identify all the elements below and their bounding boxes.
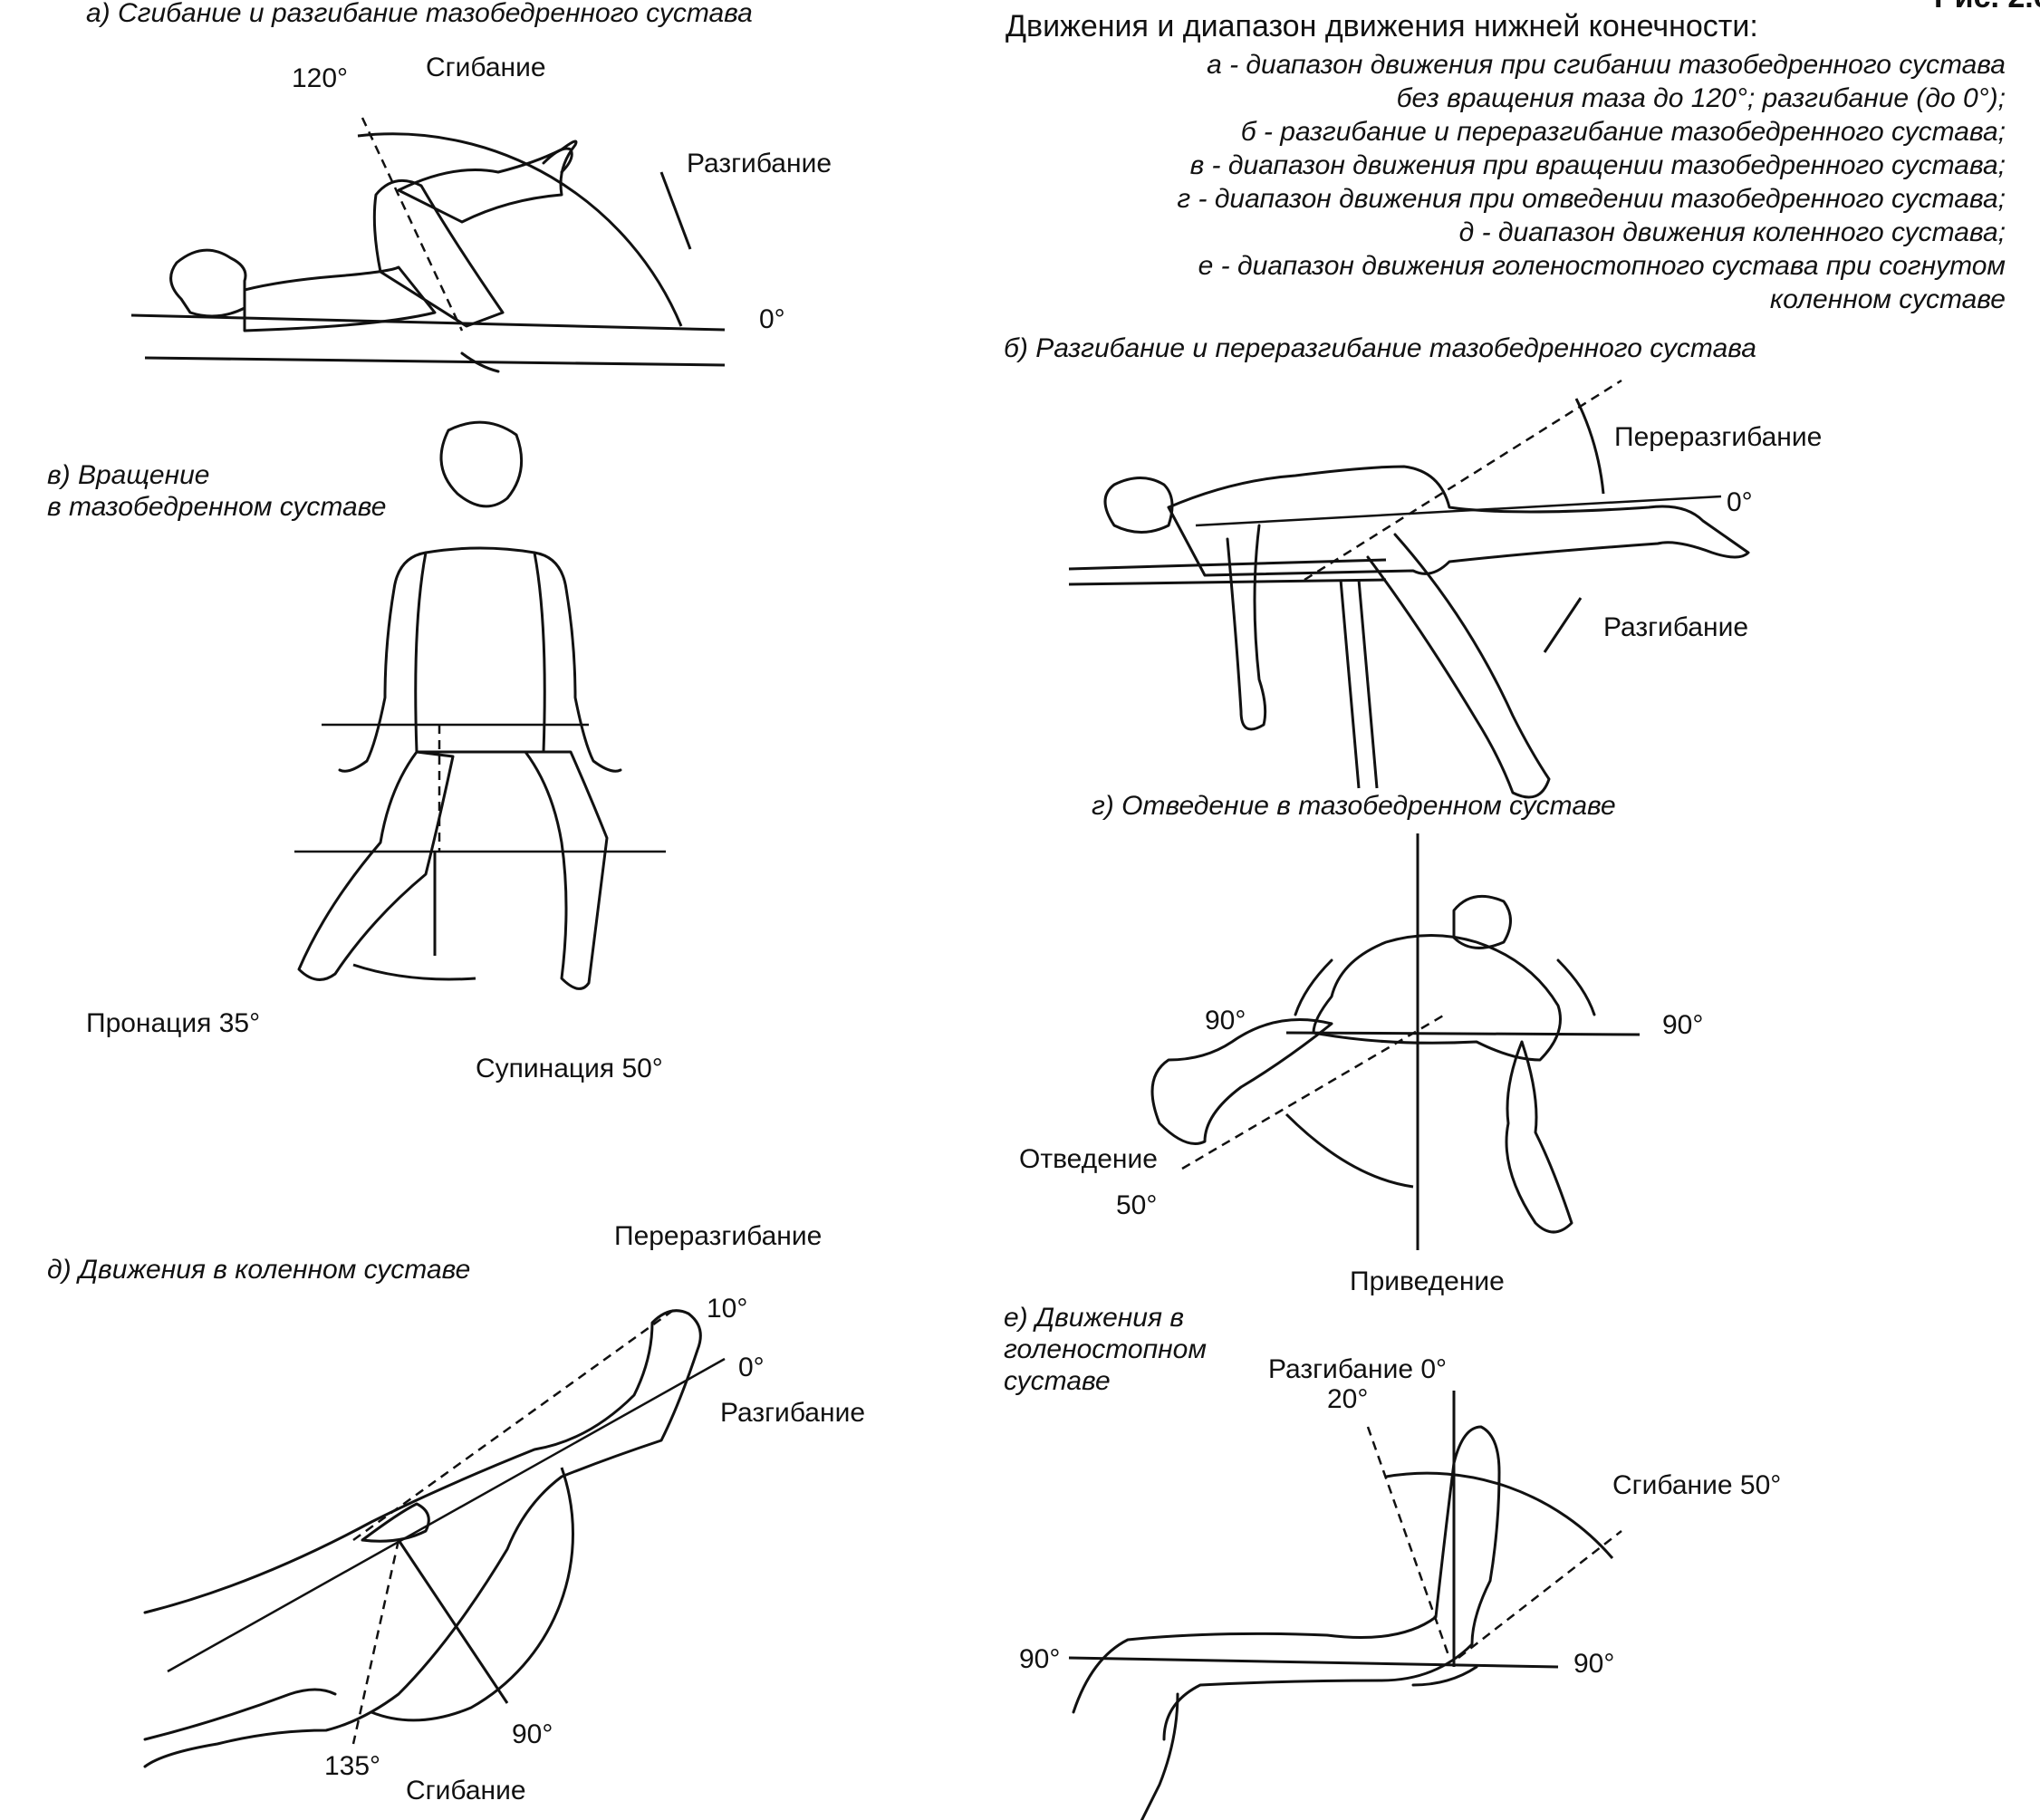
caption-line: е - диапазон движения голеностопного сус… xyxy=(1198,251,2006,281)
caption-line: а - диапазон движения при сгибании тазоб… xyxy=(1207,50,2006,80)
panel-d-hyperextension-label: Переразгибание xyxy=(614,1221,823,1251)
panel-a-zero-label: 0° xyxy=(759,304,785,334)
panel-d-title: д) Движения в коленном суставе xyxy=(47,1255,471,1285)
panel-e-extension-label: Разгибание 0° xyxy=(1268,1354,1448,1384)
panel-d-angle-135: 135° xyxy=(324,1751,381,1781)
panel-g-left-90: 90° xyxy=(1205,1006,1246,1035)
panel-d-extension-label: Разгибание xyxy=(720,1398,866,1428)
panel-e-title-line2: голеностопном xyxy=(1004,1334,1207,1364)
panel-e-drawing xyxy=(1068,1391,1622,1820)
panel-g-adduction-label: Приведение xyxy=(1350,1266,1505,1296)
panel-a-flexion-label: Сгибание xyxy=(426,53,546,82)
panel-v-title-line1: в) Вращение xyxy=(47,460,210,490)
panel-g-drawing xyxy=(1150,833,1641,1250)
figure-number: Рис. 2.65. xyxy=(1934,0,2040,13)
panel-d-angle-90: 90° xyxy=(512,1719,553,1749)
panel-g-abduction-angle: 50° xyxy=(1116,1190,1158,1220)
figure-title: Движения и диапазон движения нижней коне… xyxy=(1006,9,1758,43)
caption-line: д - диапазон движения коленного сустава; xyxy=(1458,217,2006,247)
figure-caption: а - диапазон движения при сгибании тазоб… xyxy=(1177,48,2006,316)
panel-a-angle-120: 120° xyxy=(292,63,349,93)
panel-e-left-90: 90° xyxy=(1019,1644,1061,1674)
panel-b-hyperextension-label: Переразгибание xyxy=(1614,422,1823,452)
panel-d-flexion-label: Сгибание xyxy=(406,1776,526,1806)
panel-d-drawing xyxy=(143,1307,726,1768)
panel-g-right-90: 90° xyxy=(1662,1010,1704,1040)
panel-b-extension-label: Разгибание xyxy=(1603,612,1749,642)
caption-line: г - диапазон движения при отведении тазо… xyxy=(1177,184,2006,214)
panel-e-title-line3: суставе xyxy=(1004,1366,1111,1396)
panel-b-drawing xyxy=(1068,379,1750,799)
panel-v-pronation-label: Пронация 35° xyxy=(86,1008,261,1038)
panel-a-drawing xyxy=(130,117,726,373)
caption-line: в - диапазон движения при вращении тазоб… xyxy=(1189,150,2006,180)
caption-line: коленном суставе xyxy=(1769,284,2006,314)
panel-e-right-90: 90° xyxy=(1573,1649,1615,1679)
panel-d-angle-10: 10° xyxy=(707,1294,748,1324)
panel-v-title-line2: в тазобедренном суставе xyxy=(47,492,387,522)
panel-d-zero-label: 0° xyxy=(738,1353,765,1382)
caption-line: б - разгибание и переразгибание тазобедр… xyxy=(1240,117,2006,147)
caption-line: без вращения таза до 120°; разгибание (д… xyxy=(1396,83,2006,113)
panel-b-title: б) Разгибание и переразгибание тазобедре… xyxy=(1004,333,1756,363)
panel-e-flexion-label: Сгибание 50° xyxy=(1612,1470,1782,1500)
panel-b-zero-label: 0° xyxy=(1727,487,1753,517)
panel-e-angle-20: 20° xyxy=(1327,1384,1369,1414)
panel-g-abduction-label: Отведение xyxy=(1019,1144,1158,1174)
panel-g-title: г) Отведение в тазобедренном суставе xyxy=(1092,791,1616,821)
panel-a-title: а) Сгибание и разгибание тазобедренного … xyxy=(86,0,753,28)
panel-v-supination-label: Супинация 50° xyxy=(476,1054,663,1083)
panel-a-extension-label: Разгибание xyxy=(687,149,832,178)
panel-e-title-line1: е) Движения в xyxy=(1004,1303,1185,1333)
panel-v-drawing xyxy=(294,420,666,990)
